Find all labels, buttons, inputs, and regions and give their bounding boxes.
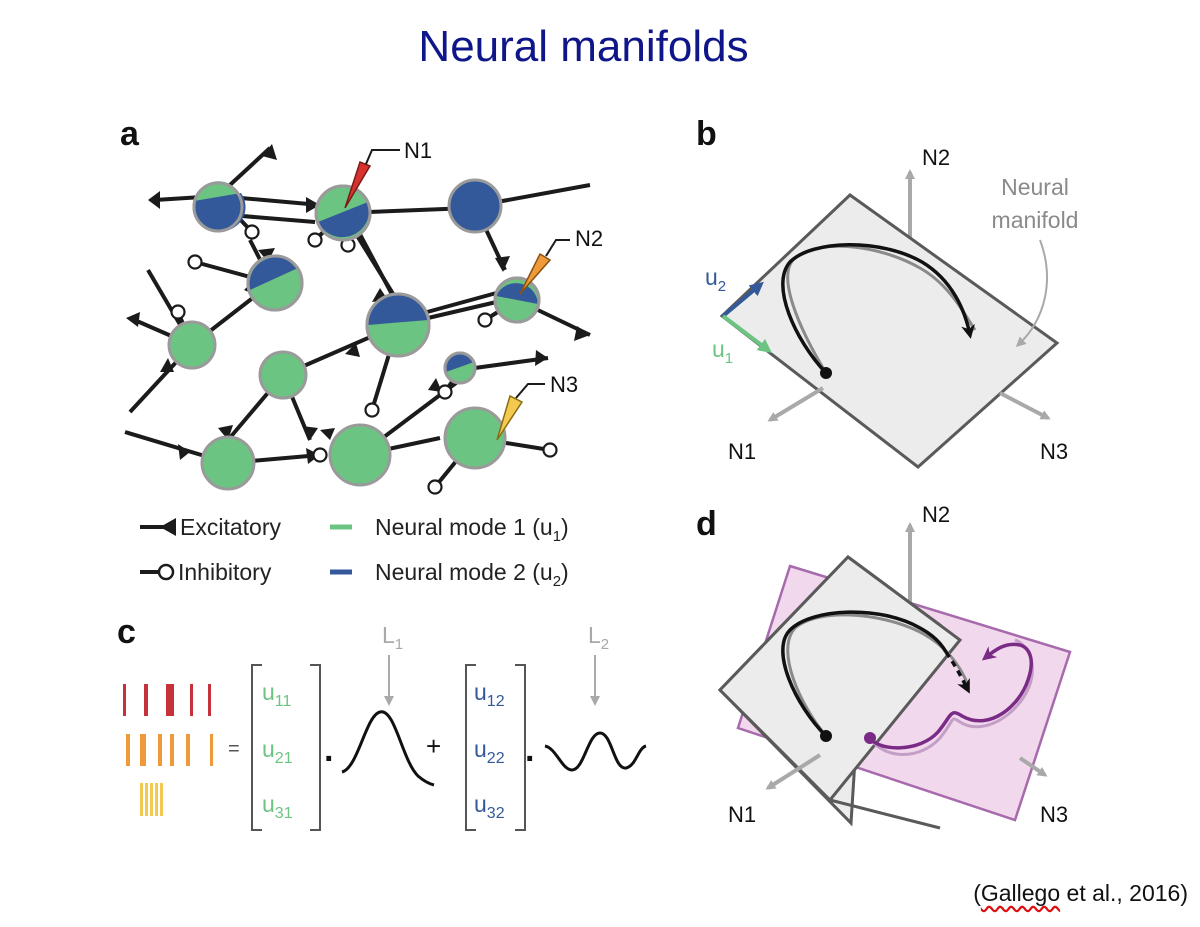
legend-mode-1: Neural mode 1 (u1) [375,514,569,545]
new-trajectory-start [864,732,876,744]
new-trajectory [868,642,1033,750]
electrode-n3: N3 [496,372,578,441]
dot-operator-1: · [324,740,335,778]
latent-label-l1: L1 [382,622,403,653]
equals-sign: = [228,738,240,760]
panel-c-label: c [117,613,136,651]
axis-label-n2: N2 [922,145,950,170]
vector2-entry-2: u22 [474,736,505,767]
manifold-label-line2: manifold [992,207,1079,233]
axis-label-n1-d: N1 [728,802,756,827]
vector2-entry-1: u12 [474,679,505,710]
legend-inhibitory: Inhibitory [178,559,272,585]
neuron [314,184,372,242]
neuron [493,276,541,324]
basis-label-u2: u2 [705,264,726,295]
electrode-n1: N1 [344,138,432,209]
bracket-left-2 [465,664,476,831]
electrode-label-n2: N2 [575,226,603,251]
axis-label-n3-d: N3 [1040,802,1068,827]
panel-b: b N2 N1 N3 Neural manifold u2 u1 [696,115,1079,469]
electrode-n2: N2 [519,226,603,295]
neuron [167,320,217,370]
new-trajectory-ghost [868,638,1034,756]
panel-c: c = u11 u21 u31 [117,613,647,831]
neuron [447,178,503,234]
basis-label-u1: u1 [712,336,733,367]
bracket-left-1 [251,664,262,831]
panel-b-label: b [696,115,717,153]
latent-signal-l2 [544,731,647,772]
slide-title: Neural manifolds [418,22,749,71]
panel-a: a [120,115,603,590]
plus-sign: + [426,731,441,761]
vector1-entry-1: u11 [262,679,292,710]
basis-vector-u1 [721,314,772,354]
network-legend: Excitatory Inhibitory Neural mode 1 (u1)… [140,514,569,590]
latent-signal-l1 [341,710,435,787]
neuron [443,351,477,385]
basis-vector-u2 [721,281,764,318]
citation-open: ( [973,880,981,906]
trajectory-d [781,610,948,738]
neuron [246,254,304,312]
bracket-right-1 [310,664,321,831]
bracket-right-2 [515,664,526,831]
trajectory-d-dashed [944,651,970,694]
citation-author: Gallego [980,880,1061,906]
axis-n1 [767,386,825,422]
electrode-label-n3: N3 [550,372,578,397]
trajectory-start-d [820,730,832,742]
spike-raster-n3 [140,783,163,816]
axis-label-n1: N1 [728,439,756,464]
neuron [192,181,246,233]
inhibitory-synapses [170,224,558,495]
dot-operator-2: · [525,740,536,778]
manifold-label-line1: Neural [1001,174,1069,200]
trajectory-start [820,367,832,379]
axis-label-n3: N3 [1040,439,1068,464]
vector1-entry-3: u31 [262,791,293,822]
legend-excitatory: Excitatory [180,514,281,540]
axis-n3 [999,391,1051,420]
panel-a-label: a [120,115,140,153]
neuron [328,423,392,487]
neuron [443,406,507,470]
trajectory [781,243,975,375]
panel-d-label: d [696,505,717,543]
neuron [258,350,308,400]
vector1-entry-2: u21 [262,736,293,767]
vector2-entry-3: u32 [474,791,505,822]
neuron [365,292,431,358]
electrode-label-n1: N1 [404,138,432,163]
citation-rest: et al., 2016) [1060,880,1188,906]
neuron [200,435,256,491]
spike-raster-n2 [126,734,213,766]
legend-mode-2: Neural mode 2 (u2) [375,559,569,590]
original-manifold-bottom-edge [829,798,941,830]
spike-raster-n1 [123,684,211,716]
citation: (Gallego et al., 2016) [973,880,1188,907]
axis-label-n2-d: N2 [922,502,950,527]
panel-d: d N2 N1 N3 [696,502,1072,830]
axis-n1-d [765,753,822,790]
neural-manifold-plane [719,193,1060,469]
manifold-pointer [1015,239,1048,348]
latent-label-l2: L2 [588,622,609,653]
neurons [167,178,541,491]
axis-n3-d [1018,756,1048,777]
